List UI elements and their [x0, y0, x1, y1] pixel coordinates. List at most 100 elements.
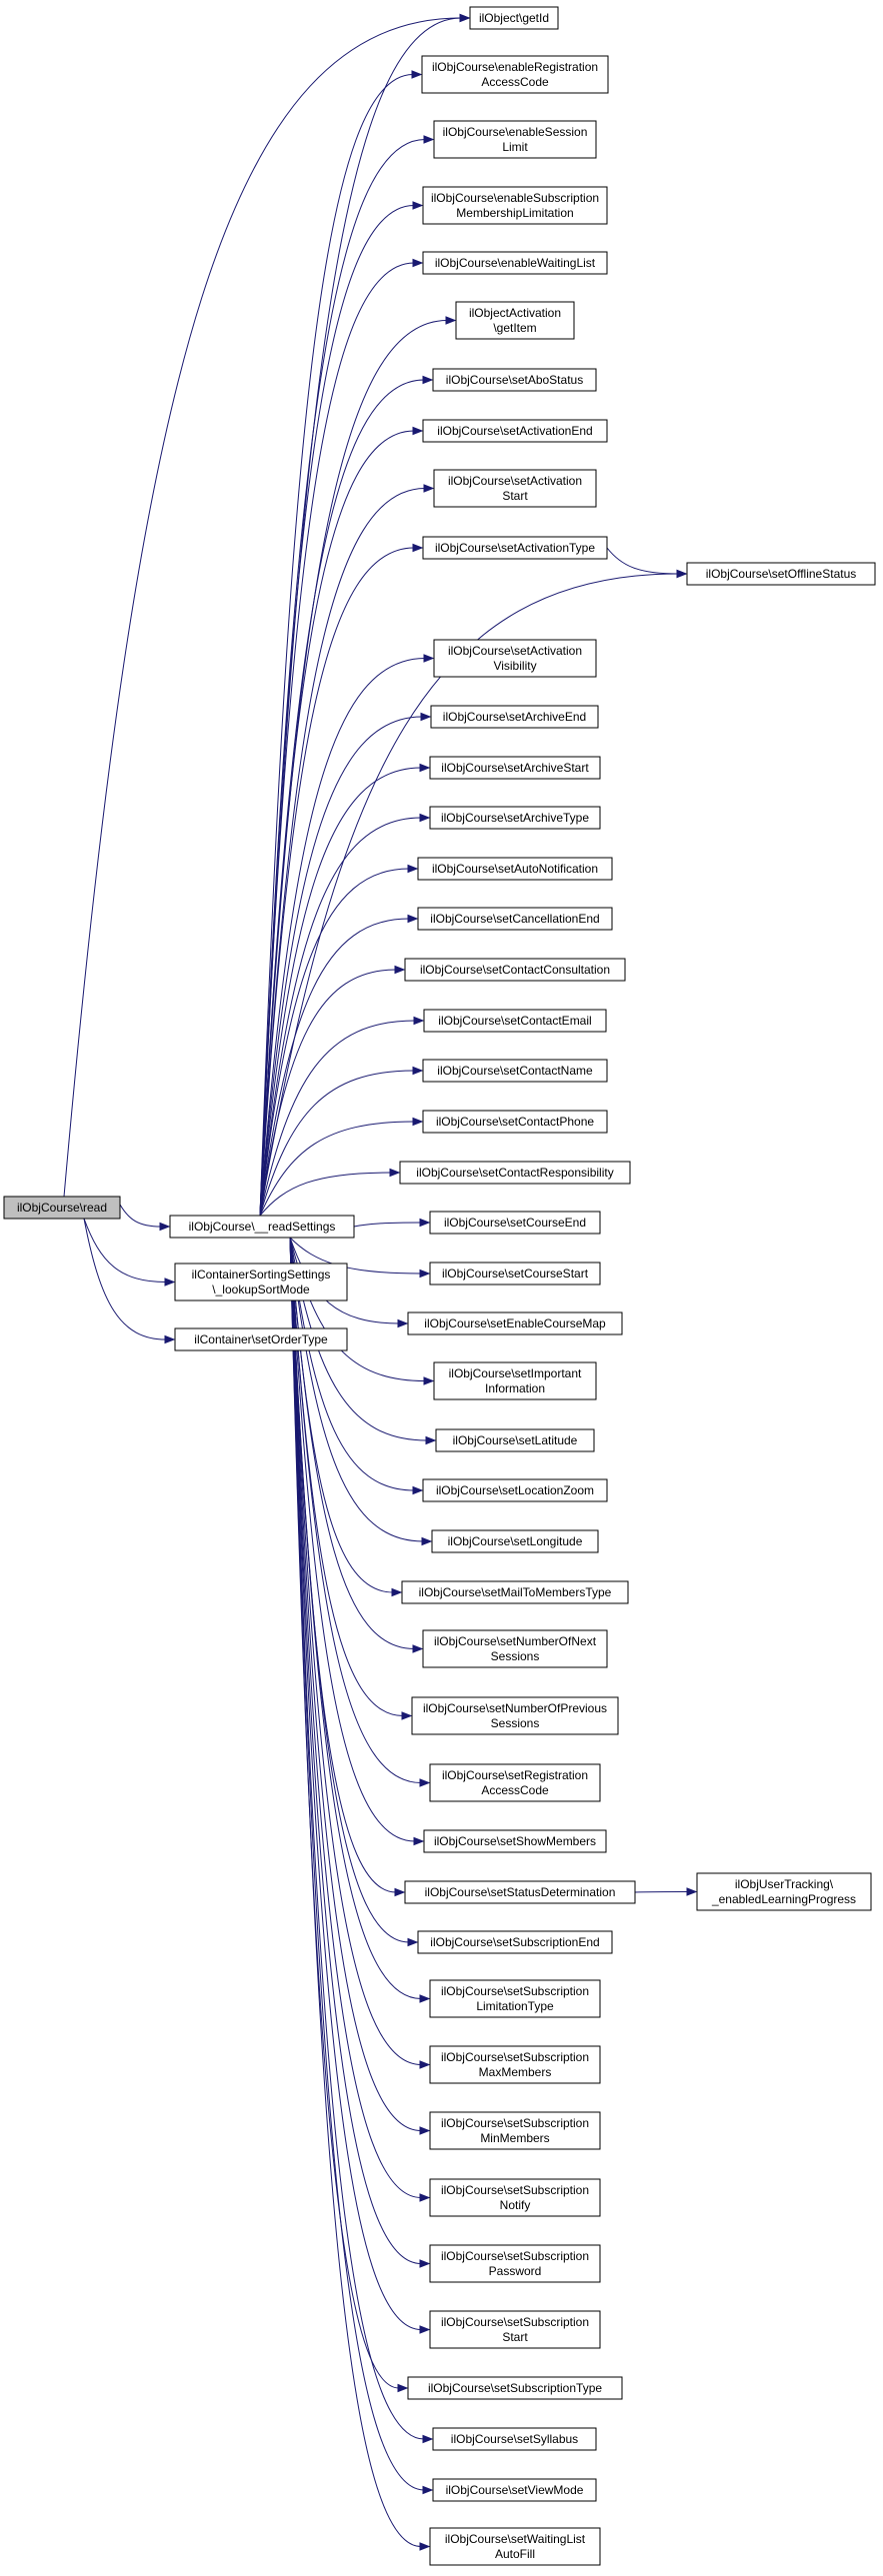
node-label: Sessions [491, 1649, 540, 1663]
node-enabled-learning-progress[interactable]: ilObjUserTracking\_enabledLearningProgre… [696, 1872, 872, 1911]
edge-arrowhead [164, 1334, 176, 1344]
node-set-contact-consultation[interactable]: ilObjCourse\setContactConsultation [404, 958, 626, 982]
node-set-view-mode[interactable]: ilObjCourse\setViewMode [432, 2478, 597, 2502]
edge-read-settings-to-set-contact-consultation [259, 969, 397, 1217]
node-set-archive-end[interactable]: ilObjCourse\setArchiveEnd [430, 705, 599, 729]
node-get-item[interactable]: ilObjectActivation\getItem [455, 301, 575, 340]
edge-arrowhead [423, 654, 435, 663]
node-label: ilObjCourse\setRegistration [442, 1768, 588, 1782]
node-set-mail-to-members-type[interactable]: ilObjCourse\setMailToMembersType [401, 1580, 629, 1604]
node-label: MinMembers [480, 2131, 549, 2145]
node-box [432, 2427, 597, 2451]
edge-arrowhead [164, 1278, 176, 1287]
edge-arrowhead [419, 1218, 431, 1228]
node-box [429, 1979, 601, 2018]
edge-read-to-lookup-sort-mode [83, 1218, 167, 1283]
edge-arrowhead [407, 864, 419, 874]
node-box [430, 705, 599, 729]
edge-read-settings-to-set-longitude [289, 1237, 424, 1542]
node-set-course-end[interactable]: ilObjCourse\setCourseEnd [429, 1211, 601, 1235]
node-label: ilObjCourse\setSubscriptionEnd [430, 1935, 599, 1949]
node-set-abo-status[interactable]: ilObjCourse\setAboStatus [432, 368, 597, 392]
node-set-enable-course-map[interactable]: ilObjCourse\setEnableCourseMap [407, 1311, 623, 1335]
node-set-activation-end[interactable]: ilObjCourse\setActivationEnd [422, 419, 608, 443]
node-set-offline-status[interactable]: ilObjCourse\setOfflineStatus [686, 562, 876, 586]
node-set-order-type[interactable]: ilContainer\setOrderType [174, 1327, 348, 1351]
node-set-subscription-limitation-type[interactable]: ilObjCourse\setSubscriptionLimitationTyp… [429, 1979, 601, 2018]
node-set-auto-notification[interactable]: ilObjCourse\setAutoNotification [417, 857, 613, 881]
node-box [423, 1009, 607, 1033]
node-label: ilObjCourse\setArchiveType [441, 811, 589, 825]
edge-read-settings-to-set-subscription-max-members [289, 1237, 422, 2065]
node-box [429, 2111, 601, 2150]
node-set-subscription-end[interactable]: ilObjCourse\setSubscriptionEnd [417, 1930, 613, 1954]
node-box [423, 1829, 607, 1853]
node-lookup-sort-mode[interactable]: ilContainerSortingSettings\_lookupSortMo… [174, 1263, 348, 1301]
node-set-syllabus[interactable]: ilObjCourse\setSyllabus [432, 2427, 597, 2451]
edge-arrowhead [412, 201, 424, 210]
node-enable-subscription-membership-limitation[interactable]: ilObjCourse\enableSubscriptionMembership… [422, 186, 608, 225]
edge-arrowhead [397, 1318, 409, 1328]
node-set-course-start[interactable]: ilObjCourse\setCourseStart [429, 1262, 601, 1286]
node-set-subscription-type[interactable]: ilObjCourse\setSubscriptionType [407, 2376, 623, 2400]
edge-read-to-get-id [63, 17, 462, 1198]
edge-read-settings-to-enable-registration-access-code [259, 74, 414, 1217]
node-set-activation-type[interactable]: ilObjCourse\setActivationType [422, 536, 608, 560]
edge-arrowhead [419, 1778, 431, 1787]
node-box [174, 1327, 348, 1351]
edge-read-settings-to-set-subscription-start [289, 1237, 422, 2330]
node-enable-waiting-list[interactable]: ilObjCourse\enableWaitingList [422, 251, 608, 275]
node-set-contact-email[interactable]: ilObjCourse\setContactEmail [423, 1009, 607, 1033]
node-set-archive-type[interactable]: ilObjCourse\setArchiveType [429, 806, 601, 830]
node-set-contact-responsibility[interactable]: ilObjCourse\setContactResponsibility [399, 1161, 631, 1185]
node-label: ilObjCourse\setSubscription [441, 2050, 589, 2064]
edge-arrowhead [413, 1016, 425, 1026]
node-set-show-members[interactable]: ilObjCourse\setShowMembers [423, 1829, 607, 1853]
node-read-settings[interactable]: ilObjCourse\__readSettings [169, 1215, 355, 1239]
node-set-latitude[interactable]: ilObjCourse\setLatitude [435, 1428, 595, 1452]
edge-arrowhead [389, 1168, 401, 1178]
edge-read-settings-to-set-subscription-notify [289, 1237, 422, 2198]
node-set-status-determination[interactable]: ilObjCourse\setStatusDetermination [404, 1880, 636, 1904]
edge-arrowhead [412, 1485, 424, 1495]
node-box [429, 1211, 601, 1235]
node-set-longitude[interactable]: ilObjCourse\setLongitude [431, 1529, 599, 1553]
edge-arrowhead [159, 1222, 171, 1232]
edge-read-settings-to-set-cancellation-end [259, 918, 410, 1217]
node-set-archive-start[interactable]: ilObjCourse\setArchiveStart [429, 756, 601, 780]
node-read[interactable]: ilObjCourse\read [3, 1196, 121, 1220]
node-label: Notify [500, 2198, 531, 2212]
node-label: ilObjCourse\setShowMembers [434, 1834, 596, 1848]
edge-read-settings-to-set-subscription-password [289, 1237, 422, 2264]
node-box [429, 1262, 601, 1286]
edge-read-settings-to-set-waiting-list-auto-fill [289, 1237, 422, 2547]
node-set-contact-name[interactable]: ilObjCourse\setContactName [422, 1059, 608, 1083]
node-label: ilObjCourse\setMailToMembersType [419, 1585, 612, 1599]
node-set-cancellation-end[interactable]: ilObjCourse\setCancellationEnd [417, 907, 613, 931]
node-set-location-zoom[interactable]: ilObjCourse\setLocationZoom [422, 1478, 608, 1502]
node-box [407, 1311, 623, 1335]
edge-set-status-determination-to-enabled-learning-progress [634, 1891, 689, 1893]
edge-arrowhead [422, 2485, 434, 2495]
edge-arrowhead [419, 1994, 431, 2003]
node-set-contact-phone[interactable]: ilObjCourse\setContactPhone [422, 1110, 608, 1134]
node-get-id[interactable]: ilObject\getId [469, 6, 559, 30]
node-label: ilObjCourse\setArchiveEnd [443, 710, 586, 724]
edge-arrowhead [394, 965, 406, 975]
edge-arrowhead [412, 1117, 424, 1127]
edge-read-settings-to-set-archive-end [259, 716, 423, 1217]
